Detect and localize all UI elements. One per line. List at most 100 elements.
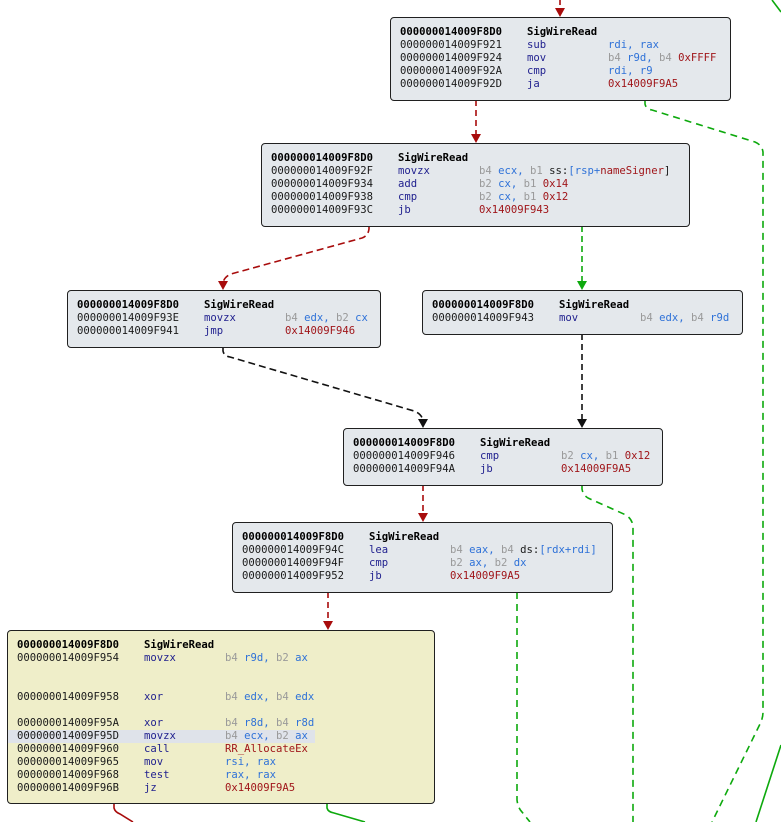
operand-token: b1 [523, 178, 543, 190]
instruction-operands: b4 edx, b4 r9d [640, 312, 729, 325]
operand-label-link[interactable]: 0x14009F943 [479, 204, 550, 216]
operand-token: r9d, [244, 652, 277, 664]
operand-token: ecx, [244, 730, 277, 742]
function-name[interactable]: SigWireRead [398, 152, 469, 164]
operand-token: b4 [659, 52, 679, 64]
operand-label-link[interactable]: RR_AllocateEx [225, 743, 308, 755]
operand-label-link[interactable]: 0x14009F9A5 [608, 78, 679, 90]
instruction-row-selected[interactable]: 000000014009F95D movzx b4 ecx, b2 ax [8, 730, 434, 743]
instruction-address: 000000014009F95D [17, 730, 120, 742]
instruction-mnemonic: movzx [144, 730, 176, 742]
operand-token: b4 [501, 544, 521, 556]
operand-token: cx, [580, 450, 606, 462]
operand-token: ] [590, 544, 597, 556]
operand-label-link[interactable]: 0x14009F9A5 [450, 570, 521, 582]
operand-token: b4 [608, 52, 628, 64]
instruction-mnemonic: sub [527, 39, 547, 51]
function-name[interactable]: SigWireRead [204, 299, 275, 311]
edge-b3-b5 [222, 347, 428, 428]
operand-token: eax, [469, 544, 502, 556]
operand-label-link[interactable]: 0x14009F946 [285, 325, 356, 337]
instruction-operands: rax, rax [225, 769, 276, 782]
block-header: 000000014009F8D0 SigWireRead [400, 26, 730, 39]
instruction-operands: b4 r9d, b2 ax [225, 652, 308, 665]
operand-label-link[interactable]: 0x14009F9A5 [561, 463, 632, 475]
instruction-operands: 0x14009F9A5 [450, 570, 520, 583]
function-name[interactable]: SigWireRead [480, 437, 551, 449]
operand-token: 0x14 [542, 178, 569, 190]
operand-token: cx [355, 312, 368, 324]
operand-token: [ [568, 165, 575, 177]
operand-token: rsi, rax [225, 756, 277, 768]
function-name[interactable]: SigWireRead [527, 26, 598, 38]
operand-token: dx [513, 557, 527, 569]
function-name[interactable]: SigWireRead [369, 531, 440, 543]
operand-label-link[interactable]: 0x14009F9A5 [225, 782, 296, 794]
operand-token: ecx, [498, 165, 531, 177]
operand-token: 0xFFFF [678, 52, 717, 64]
instruction-operands: b4 r9d, b4 0xFFFF [608, 52, 716, 65]
operand-token: rsp+ [574, 165, 601, 177]
instruction-mnemonic: jb [480, 463, 493, 475]
operand-token: r8d [295, 717, 315, 729]
instruction-address: 000000014009F92A [400, 65, 503, 77]
instruction-address: 000000014009F946 [353, 450, 456, 462]
operand-token: ax [295, 652, 308, 664]
instruction-operands: b4 ecx, b2 ax [225, 730, 308, 743]
operand-token: rax, rax [225, 769, 277, 781]
block-header-address: 000000014009F8D0 [400, 26, 503, 38]
instruction-row[interactable]: 000000014009F94A jb 0x14009F9A5 [353, 463, 662, 476]
instruction-address: 000000014009F958 [17, 691, 120, 703]
instruction-mnemonic: mov [144, 756, 164, 768]
operand-token: b1 [605, 450, 625, 462]
operand-token: b2 [336, 312, 356, 324]
instruction-address: 000000014009F94A [353, 463, 456, 475]
instruction-address: 000000014009F96B [17, 782, 120, 794]
operand-token: b4 [285, 312, 305, 324]
function-name[interactable]: SigWireRead [559, 299, 630, 311]
instruction-mnemonic: jb [398, 204, 411, 216]
instruction-address: 000000014009F94F [242, 557, 345, 569]
instruction-address: 000000014009F960 [17, 743, 120, 755]
operand-token: b4 [640, 312, 660, 324]
instruction-mnemonic: movzx [204, 312, 236, 324]
instruction-operands: rdi, r9 [608, 65, 653, 78]
function-name[interactable]: SigWireRead [144, 639, 215, 651]
instruction-address: 000000014009F95A [17, 717, 120, 729]
instruction-mnemonic: cmp [398, 191, 418, 203]
instruction-operands: b4 ecx, b1 ss:[rsp+nameSigner] [479, 165, 670, 178]
instruction-operands: 0x14009F946 [285, 325, 355, 338]
edge-b7-next [113, 803, 134, 822]
instruction-operands: b4 r8d, b4 r8d [225, 717, 314, 730]
